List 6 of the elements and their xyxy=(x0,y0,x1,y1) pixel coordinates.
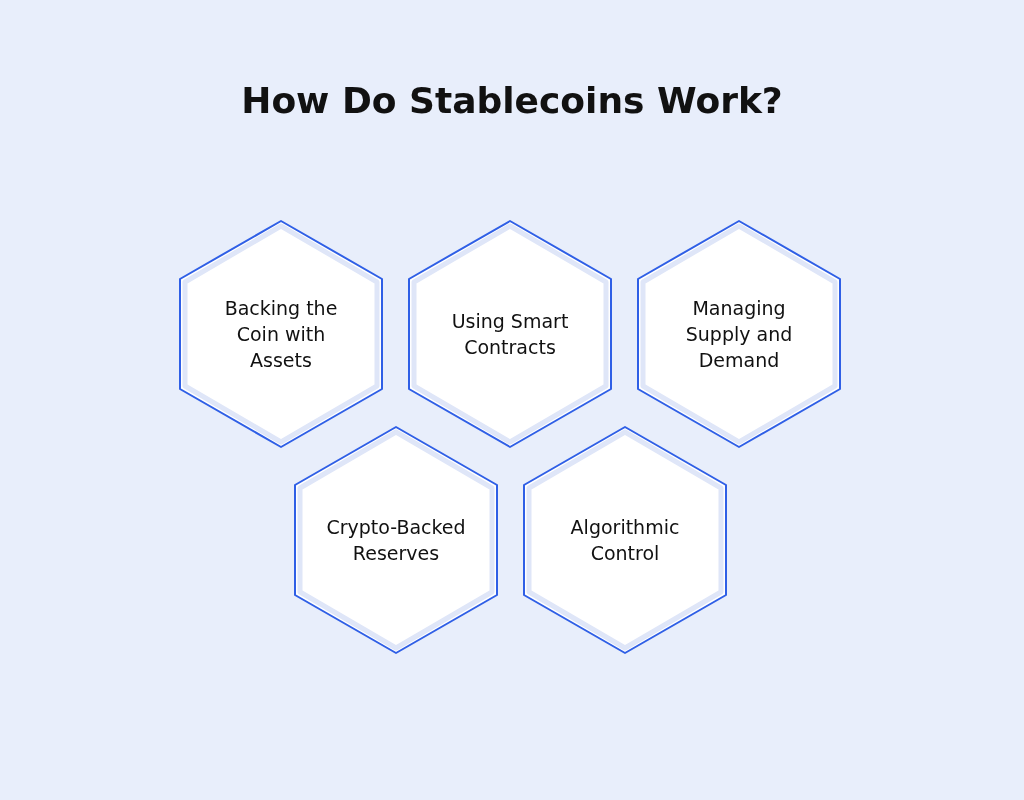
node-label: Algorithmic Control xyxy=(569,515,681,566)
node-label: Crypto-Backed Reserves xyxy=(325,515,467,566)
node-label: Managing Supply and Demand xyxy=(684,296,794,373)
node-label: Backing the Coin with Assets xyxy=(223,296,339,373)
node-label: Using Smart Contracts xyxy=(450,309,570,360)
title: How Do Stablecoins Work? xyxy=(240,80,784,121)
